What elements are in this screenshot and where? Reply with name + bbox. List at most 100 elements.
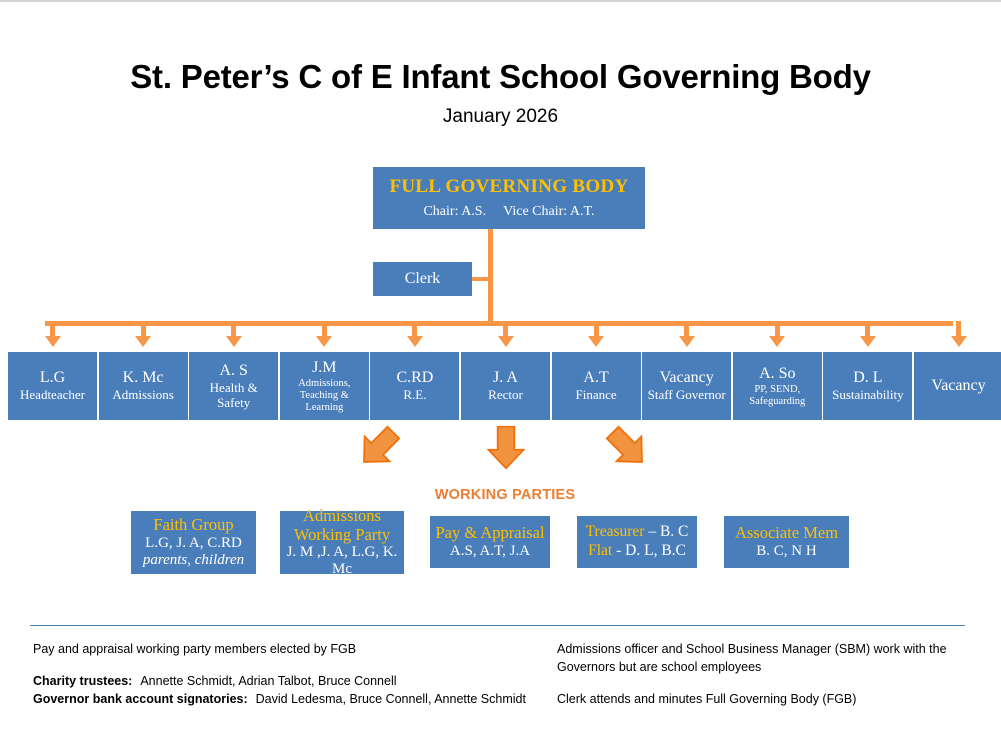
wp-flat-label: Flat [588,542,613,559]
fgb-chair: Chair: A.S. [423,204,487,220]
fgb-title: FULL GOVERNING BODY [389,176,629,198]
governor-role: Admissions [112,387,174,403]
block-arrow-down-icon [483,424,529,470]
governor-drop-stem [503,321,508,338]
working-party-pay-appraisal: Pay & Appraisal A.S, A.T, J.A [430,516,550,568]
governor-drop-arrow-icon [316,336,333,347]
wp-members: B. C, N H [756,542,817,559]
footer-right-column: Admissions officer and School Business M… [557,640,967,708]
governor-name: A. So [759,364,796,382]
governor-drop-stem [140,321,146,338]
working-party-faith-group: Faith Group L.G, J. A, C.RD parents, chi… [131,511,256,574]
governor-drop-arrow-icon [225,336,242,347]
wp-treasurer-label: Treasurer [585,523,645,541]
block-arrow-down-left-icon [356,424,402,470]
governor-role: Admissions, Teaching & Learning [298,378,351,413]
footer-charity-trustees: Charity trustees: Annette Schmidt, Adrian… [33,672,533,690]
governor-role: Health & Safety [209,380,258,410]
footer-sbm-note: Admissions officer and School Business M… [557,642,947,675]
governor-name: K. Mc [122,369,164,387]
governor-drop-arrow-icon [859,336,876,347]
governor-drop-stem [865,321,871,338]
wp-treasurer-line: Treasurer – B. C [586,523,689,542]
governor-drop-arrow-icon [135,336,152,347]
governor-bus-line [45,321,953,326]
fgb-vice-chair: Vice Chair: A.T. [503,204,595,220]
wp-flat-value: - D. L, B.C [612,542,686,559]
governor-role: Sustainability [832,387,904,403]
wp-title: Admissions Working Party [293,506,391,544]
governor-drop-stem [412,321,418,338]
footer-clerk-note: Clerk attends and minutes Full Governing… [557,692,857,707]
footer-bank-signatories: Governor bank account signatories: David … [33,690,533,708]
clerk-box: Clerk [373,262,472,296]
governor-drop-stem [593,321,599,338]
governor-role: Finance [575,387,617,403]
governor-role: PP, SEND, Safeguarding [749,383,806,407]
governor-drop-stem [321,321,327,338]
governor-role: Rector [488,387,523,403]
governor-role: R.E. [403,387,427,403]
wp-members: A.S, A.T, J.A [449,542,531,559]
governor-name: C.RD [396,369,434,387]
block-arrow-down-right-icon [604,424,650,470]
governor-name: A. S [219,361,248,379]
wp-members: L.G, J. A, C.RD [145,534,242,551]
wp-note: parents, children [142,551,245,568]
governor-role: Staff Governor [647,387,726,403]
top-divider [0,0,1001,2]
footer-left-column: Pay and appraisal working party members … [33,640,533,708]
footer-pay-appraisal-note: Pay and appraisal working party members … [33,642,357,656]
clerk-connector [472,277,493,281]
footer-divider [30,625,965,626]
governor-drop-stem [231,321,237,338]
governor-drop-stem [956,321,961,338]
working-party-associate-members: Associate Mem B. C, N H [724,516,849,568]
governor-drop-arrow-icon [44,336,61,347]
governor-name: L.G [39,369,66,387]
governor-drop-arrow-icon [406,336,423,347]
governor-drop-stem [50,321,55,338]
charity-trustees-value: Annette Schmidt, Adrian Talbot, Bruce Co… [140,674,397,689]
working-party-treasurer-flat: Treasurer – B. C Flat - D. L, B.C [577,516,697,568]
governor-name: Vacancy [659,369,714,387]
page-title: St. Peter’s C of E Infant School Governi… [130,58,871,95]
working-parties-label: WORKING PARTIES [434,487,576,503]
wp-title: Pay & Appraisal [435,523,545,543]
charity-trustees-label: Charity trustees: [33,674,133,689]
governor-drop-arrow-icon [588,336,605,347]
full-governing-body-box: FULL GOVERNING BODY Chair: A.S. Vice Chai… [373,167,645,229]
governor-name: J. A [493,369,518,387]
wp-title: Associate Mem [734,523,839,543]
governor-name: J.M [312,358,337,376]
fgb-officers: Chair: A.S. Vice Chair: A.T. [423,204,594,220]
governor-drop-arrow-icon [678,336,695,347]
governor-role: Headteacher [20,387,85,403]
governor-drop-arrow-icon [769,336,786,347]
bank-signatories-label: Governor bank account signatories: [33,692,248,707]
governor-name: D. L [853,369,883,387]
fgb-trunk-connector [488,229,493,323]
wp-members: J. M ,J. A, L.G, K. Mc [286,544,398,577]
bank-signatories-value: David Ledesma, Bruce Connell, Annette Sc… [255,692,526,707]
wp-title: Faith Group [153,515,234,535]
wp-treasurer-value: – B. C [644,523,689,541]
working-party-admissions: Admissions Working Party J. M ,J. A, L.G… [280,507,404,577]
governor-drop-arrow-icon [950,336,967,347]
governor-drop-arrow-icon [497,336,514,347]
governor-box: Vacancy [914,352,1001,420]
governor-drop-stem [774,321,780,338]
governor-name: A.T [583,369,609,387]
wp-flat-line: Flat - D. L, B.C [588,542,686,561]
governor-drop-stem [684,321,690,338]
